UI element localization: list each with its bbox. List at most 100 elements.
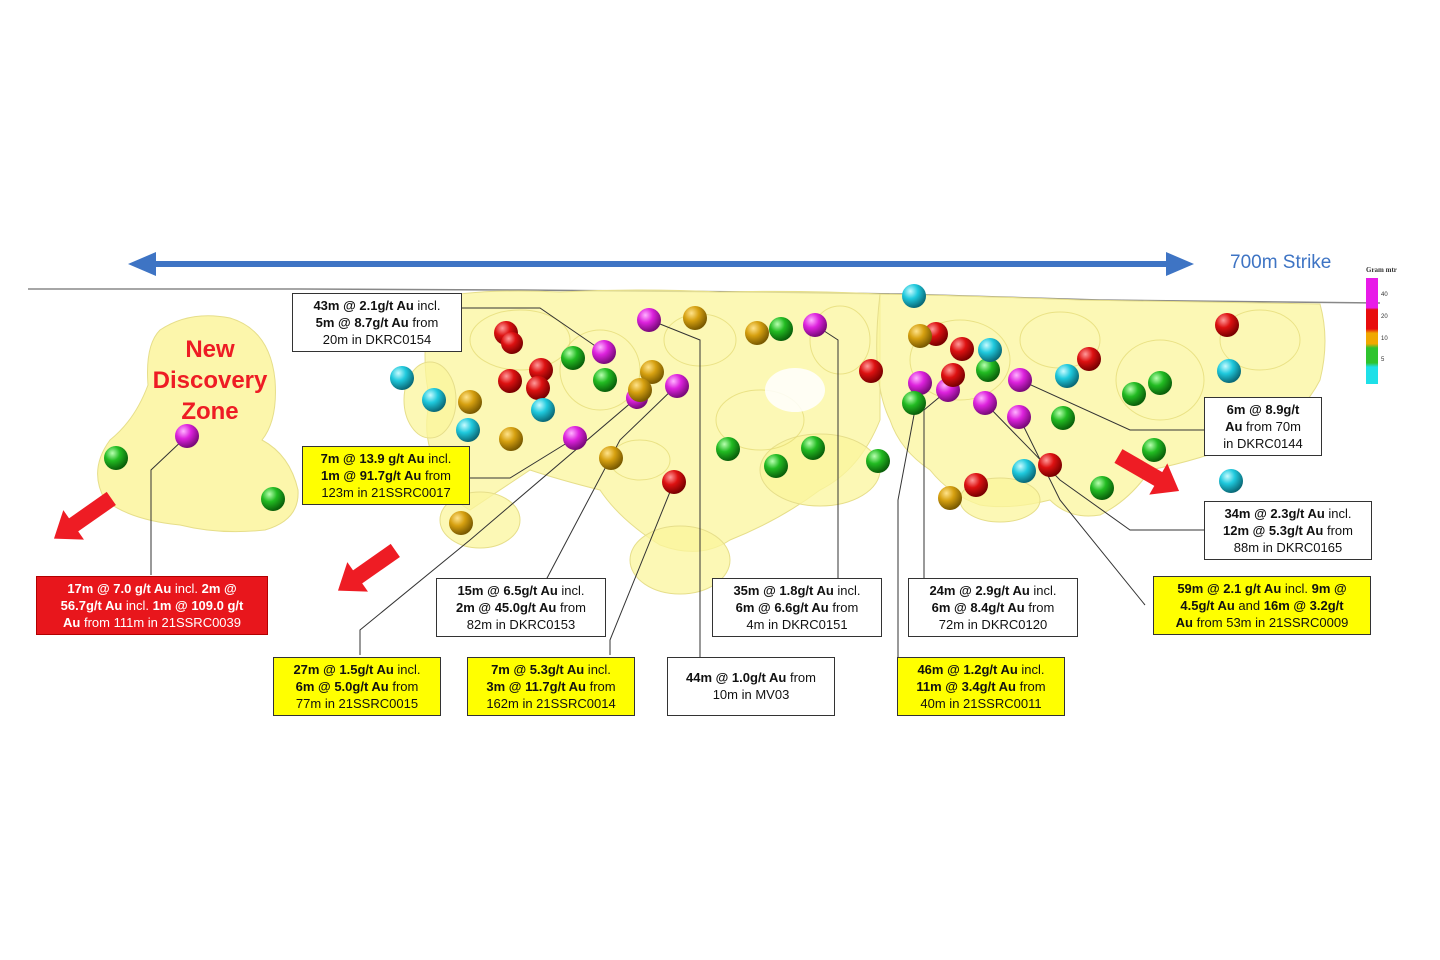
callout-line: 11m @ 3.4g/t Au from bbox=[904, 678, 1058, 695]
callout-text: from bbox=[388, 679, 419, 694]
callout-line: 2m @ 45.0g/t Au from bbox=[443, 599, 599, 616]
callout-line: 123m in 21SSRC0017 bbox=[309, 484, 463, 501]
callout-line: 6m @ 6.6g/t Au from bbox=[719, 599, 875, 616]
callout-bold-text: 2m @ bbox=[201, 581, 237, 596]
callout-bold-text: 6m @ 5.0g/t Au bbox=[295, 679, 389, 694]
intercept-sphere bbox=[1051, 406, 1075, 430]
intercept-sphere bbox=[599, 446, 623, 470]
intercept-sphere bbox=[1008, 368, 1032, 392]
callout-line: 40m in 21SSRC0011 bbox=[904, 695, 1058, 712]
callout-text: in DKRC0144 bbox=[1223, 436, 1303, 451]
intercept-sphere bbox=[665, 374, 689, 398]
callout-text: 82m in DKRC0153 bbox=[466, 617, 576, 632]
intercept-sphere bbox=[902, 391, 926, 415]
callout-line: 72m in DKRC0120 bbox=[915, 616, 1071, 633]
callout-line: Au from 70m bbox=[1211, 418, 1315, 435]
callout-text: 88m in DKRC0165 bbox=[1233, 540, 1343, 555]
discovery-zone-line: New bbox=[185, 336, 235, 363]
callout-bold-text: 24m @ 2.9g/t Au bbox=[929, 583, 1030, 598]
callout-text: 123m in 21SSRC0017 bbox=[321, 485, 451, 500]
callout-bold-text: 3m @ 11.7g/t Au bbox=[486, 679, 586, 694]
callout-line: 1m @ 91.7g/t Au from bbox=[309, 467, 463, 484]
callout-text: 72m in DKRC0120 bbox=[938, 617, 1048, 632]
legend-tick: 10 bbox=[1381, 336, 1388, 342]
callout-line: 43m @ 2.1g/t Au incl. bbox=[299, 297, 455, 314]
intercept-sphere bbox=[866, 449, 890, 473]
intercept-sphere bbox=[498, 369, 522, 393]
callout-line: 56.7g/t Au incl. 1m @ 109.0 g/t bbox=[43, 597, 261, 614]
callout-bold-text: 4.5g/t Au bbox=[1180, 598, 1235, 613]
callout-line: 77m in 21SSRC0015 bbox=[280, 695, 434, 712]
callout-text: 10m in MV03 bbox=[712, 687, 790, 702]
callout-text: from bbox=[556, 600, 586, 615]
callout-dkrc0153: 15m @ 6.5g/t Au incl.2m @ 45.0g/t Au fro… bbox=[436, 578, 606, 637]
callout-line: Au from 111m in 21SSRC0039 bbox=[43, 614, 261, 631]
legend-color-bar bbox=[1366, 278, 1378, 384]
intercept-sphere bbox=[769, 317, 793, 341]
callout-bold-text: 15m @ 6.5g/t Au bbox=[457, 583, 558, 598]
intercept-sphere bbox=[973, 391, 997, 415]
intercept-sphere bbox=[458, 390, 482, 414]
intercept-sphere bbox=[859, 359, 883, 383]
intercept-sphere bbox=[950, 337, 974, 361]
drill-intercepts bbox=[104, 284, 1243, 535]
intercept-sphere bbox=[716, 437, 740, 461]
direction-arrow-discovery bbox=[53, 491, 116, 540]
callout-line: 34m @ 2.3g/t Au incl. bbox=[1211, 505, 1365, 522]
intercept-sphere bbox=[592, 340, 616, 364]
callout-line: 7m @ 5.3g/t Au incl. bbox=[474, 661, 628, 678]
callout-text: from 111m in 21SSRC0039 bbox=[80, 615, 241, 630]
callout-21ssrc0039: 17m @ 7.0 g/t Au incl. 2m @56.7g/t Au in… bbox=[36, 576, 268, 635]
callout-text: incl. bbox=[833, 583, 861, 598]
callout-line: 82m in DKRC0153 bbox=[443, 616, 599, 633]
intercept-sphere bbox=[1038, 453, 1062, 477]
callout-bold-text: 12m @ 5.3g/t Au bbox=[1223, 523, 1324, 538]
ore-body-texture bbox=[469, 305, 1301, 481]
intercept-sphere bbox=[1077, 347, 1101, 371]
callout-dkrc0154: 43m @ 2.1g/t Au incl.5m @ 8.7g/t Au from… bbox=[292, 293, 462, 352]
discovery-zone-line: Zone bbox=[181, 398, 239, 425]
callout-line: 6m @ 8.9g/t bbox=[1211, 401, 1315, 418]
callout-line: 7m @ 13.9 g/t Au incl. bbox=[309, 450, 463, 467]
intercept-sphere bbox=[563, 426, 587, 450]
callout-bold-text: 1m @ 109.0 g/t bbox=[152, 598, 244, 613]
intercept-sphere bbox=[104, 446, 128, 470]
intercept-sphere bbox=[1148, 371, 1172, 395]
callout-text: from 53m in 21SSRC0009 bbox=[1192, 615, 1349, 630]
ore-body-gap bbox=[765, 368, 825, 412]
callout-line: 15m @ 6.5g/t Au incl. bbox=[443, 582, 599, 599]
intercept-sphere bbox=[976, 358, 1000, 382]
callout-text: incl. bbox=[122, 598, 153, 613]
intercept-sphere bbox=[801, 436, 825, 460]
intercept-sphere bbox=[803, 313, 827, 337]
intercept-sphere bbox=[449, 511, 473, 535]
intercept-sphere bbox=[628, 378, 652, 402]
callout-text: from bbox=[1016, 679, 1046, 694]
callout-21ssrc0015: 27m @ 1.5g/t Au incl.6m @ 5.0g/t Au from… bbox=[273, 657, 441, 716]
intercept-sphere bbox=[662, 470, 686, 494]
callout-text: from bbox=[1024, 600, 1055, 615]
callout-text: incl. bbox=[1281, 581, 1312, 596]
callout-bold-text: 7m @ 13.9 g/t Au bbox=[320, 451, 425, 466]
callout-bold-text: 44m @ 1.0g/t Au bbox=[686, 670, 787, 685]
legend-tick: 5 bbox=[1381, 357, 1385, 363]
intercept-sphere bbox=[941, 363, 965, 387]
callout-line: 12m @ 5.3g/t Au from bbox=[1211, 522, 1365, 539]
callout-dkrc0120: 24m @ 2.9g/t Au incl.6m @ 8.4g/t Au from… bbox=[908, 578, 1078, 637]
callout-line: 88m in DKRC0165 bbox=[1211, 539, 1365, 556]
intercept-sphere bbox=[1217, 359, 1241, 383]
callout-text: and bbox=[1234, 598, 1264, 613]
intercept-sphere bbox=[978, 338, 1002, 362]
callout-bold-text: 9m @ bbox=[1311, 581, 1347, 596]
legend-tick: 20 bbox=[1381, 314, 1388, 320]
callout-text: 4m in DKRC0151 bbox=[746, 617, 848, 632]
callout-bold-text: 46m @ 1.2g/t Au bbox=[917, 662, 1018, 677]
callout-21ssrc0011: 46m @ 1.2g/t Au incl.11m @ 3.4g/t Au fro… bbox=[897, 657, 1065, 716]
callout-bold-text: 59m @ 2.1 g/t Au bbox=[1177, 581, 1282, 596]
intercept-sphere bbox=[175, 424, 199, 448]
intercept-sphere bbox=[637, 308, 661, 332]
intercept-sphere bbox=[908, 324, 932, 348]
intercept-sphere bbox=[1219, 469, 1243, 493]
